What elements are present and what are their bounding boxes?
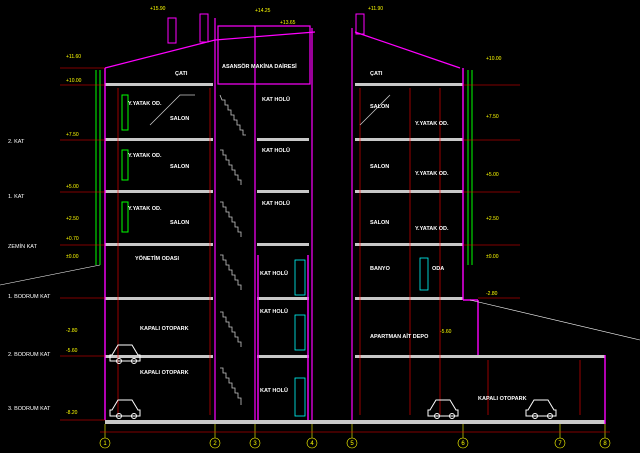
axis-labels: 1 2 3 4 5 6 7 8 [103,441,607,447]
room-label: Y.YATAK OD. [415,121,449,127]
axis-label: 2 [213,441,217,447]
room-label: Y.YATAK OD. [415,226,449,232]
axis-label: 1 [103,441,107,447]
room-label: YÖNETİM ODASI [135,255,179,262]
level-value: -2.80 [486,291,498,297]
room-label: SALON [170,220,189,226]
room-label: KAT HOLÜ [260,308,288,315]
floor-label: 1. KAT [8,194,25,200]
room-label: APARTMAN AİT DEPO [370,333,429,340]
level-value: +5.00 [66,184,79,190]
room-label: KAT HOLÜ [262,147,290,154]
level-value: +2.50 [66,216,79,222]
doors [294,257,429,417]
room-label: Y.YATAK OD. [415,171,449,177]
axis-grid [99,424,611,449]
room-label: KAPALI OTOPARK [478,396,527,402]
level-value: -2.80 [66,328,78,334]
facade-windows [95,70,473,265]
level-value: ±0.00 [486,254,499,260]
chimneys [167,13,365,44]
level-value: +11.90 [368,6,383,12]
level-value: +2.50 [486,216,499,222]
slabs [105,83,605,424]
elevator-head [217,25,311,420]
room-label: Y.YATAK OD. [128,206,162,212]
level-values-top: +15.90 +14.25 +13.65 +11.90 [150,6,383,26]
level-value: +7.50 [486,114,499,120]
axis-label: 5 [350,441,354,447]
room-label: ÇATI [370,71,383,77]
level-value: +15.90 [150,6,166,12]
room-label: SALON [170,164,189,170]
room-label: Y.YATAK OD. [128,153,162,159]
car-icon [109,344,557,419]
floor-label: ZEMİN KAT [8,243,38,250]
room-label: KAT HOLÜ [262,96,290,103]
level-value: -8.20 [66,410,78,416]
axis-label: 6 [461,441,465,447]
room-label: KAPALI OTOPARK [140,326,189,332]
room-label: Y.YATAK OD. [128,101,162,107]
room-label: SALON [370,220,389,226]
room-label: ODA [432,266,444,272]
level-value: -5.60 [440,329,452,335]
level-value: +11.60 [66,54,81,60]
floor-labels: 2. KAT 1. KAT ZEMİN KAT 1. BODRUM KAT 2.… [8,139,51,412]
level-value: -5.60 [66,348,78,354]
room-label: KAT HOLÜ [260,387,288,394]
level-value: ±0.00 [66,254,79,260]
roof [104,18,461,420]
room-label: BANYO [370,266,391,272]
level-value: +14.25 [255,8,271,14]
room-label: SALON [370,104,389,110]
room-label: ÇATI [175,71,188,77]
staircase [149,94,391,405]
room-heights [117,88,581,415]
floor-label: 3. BODRUM KAT [8,406,51,412]
level-value: +10.00 [486,56,502,62]
level-value: +0.70 [66,236,79,242]
room-label: ASANSÖR MAKİNA DAİRESİ [222,63,297,70]
level-value: +7.50 [66,132,79,138]
room-labels: ÇATI ÇATI ASANSÖR MAKİNA DAİRESİ Y.YATAK… [128,63,527,402]
floor-label: 2. KAT [8,139,25,145]
level-lines [0,67,640,421]
axis-label: 8 [603,441,607,447]
room-label: KAT HOLÜ [262,200,290,207]
room-label: KAT HOLÜ [260,270,288,277]
axis-label: 3 [253,441,257,447]
axis-label: 4 [310,441,314,447]
room-label: SALON [370,164,389,170]
level-value: +13.65 [280,20,296,26]
axis-label: 7 [558,441,562,447]
level-values-left: +11.60 +10.00 +7.50 +5.00 +2.50 +0.70 ±0… [66,54,82,416]
room-label: SALON [170,116,189,122]
floor-label: 2. BODRUM KAT [8,352,51,358]
floor-label: 1. BODRUM KAT [8,294,51,300]
level-value: +10.00 [66,78,82,84]
room-label: KAPALI OTOPARK [140,370,189,376]
level-values-right: +10.00 +7.50 +5.00 +2.50 ±0.00 -2.80 -5.… [440,56,502,335]
level-value: +5.00 [486,172,499,178]
